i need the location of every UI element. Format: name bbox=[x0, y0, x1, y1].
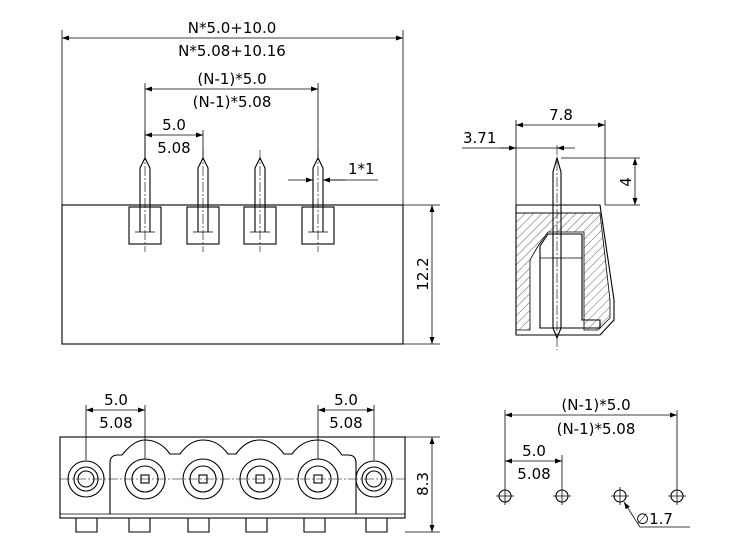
pcb-span-5-08: (N-1)*5.08 bbox=[557, 420, 636, 438]
side-depth: 7.8 bbox=[549, 106, 573, 124]
bottom-housing bbox=[59, 436, 406, 519]
bottom-right-pitch-5-0: 5.0 bbox=[334, 391, 358, 409]
front-view: N*5.0+10.0 N*5.08+10.16 (N-1)*5.0 (N-1)*… bbox=[61, 19, 440, 345]
pcb-hole bbox=[611, 487, 629, 505]
bottom-left-pitch-5-0: 5.0 bbox=[104, 391, 128, 409]
pin bbox=[186, 150, 220, 252]
pcb-span-5-0: (N-1)*5.0 bbox=[561, 396, 630, 414]
pin-span-5-0: (N-1)*5.0 bbox=[197, 70, 266, 88]
pcb-pitch-5-08: 5.08 bbox=[517, 465, 550, 483]
side-housing bbox=[515, 204, 615, 336]
pcb-layout: (N-1)*5.0 (N-1)*5.08 5.0 5.08 ∅1.7 bbox=[496, 396, 690, 528]
overall-width-5-0: N*5.0+10.0 bbox=[188, 19, 277, 37]
bottom-view: 5.0 5.08 5.0 5.08 8.3 bbox=[59, 391, 440, 533]
pcb-hole bbox=[496, 487, 514, 505]
pin-span-5-08: (N-1)*5.08 bbox=[193, 93, 272, 111]
pin-offset: 3.71 bbox=[463, 129, 496, 147]
side-view: 7.8 3.71 4 bbox=[462, 106, 640, 350]
bottom-left-pitch-5-08: 5.08 bbox=[99, 414, 132, 432]
pin-protrusion: 4 bbox=[617, 177, 635, 187]
pitch-5-08: 5.08 bbox=[157, 139, 190, 157]
pin bbox=[243, 150, 277, 252]
overall-width-5-08: N*5.08+10.16 bbox=[178, 42, 286, 60]
pin-group bbox=[128, 150, 335, 252]
pin bbox=[128, 150, 162, 252]
hole-diameter: ∅1.7 bbox=[636, 510, 673, 528]
pcb-hole bbox=[553, 487, 571, 505]
pcb-pitch-5-0: 5.0 bbox=[522, 442, 546, 460]
front-height: 12.2 bbox=[414, 257, 432, 290]
housing-body bbox=[61, 204, 404, 345]
bottom-right-pitch-5-08: 5.08 bbox=[329, 414, 362, 432]
pitch-5-0: 5.0 bbox=[162, 116, 186, 134]
bottom-height: 8.3 bbox=[414, 472, 432, 496]
pin-size: 1*1 bbox=[348, 160, 375, 178]
pcb-hole bbox=[668, 487, 686, 505]
pin bbox=[301, 150, 335, 252]
